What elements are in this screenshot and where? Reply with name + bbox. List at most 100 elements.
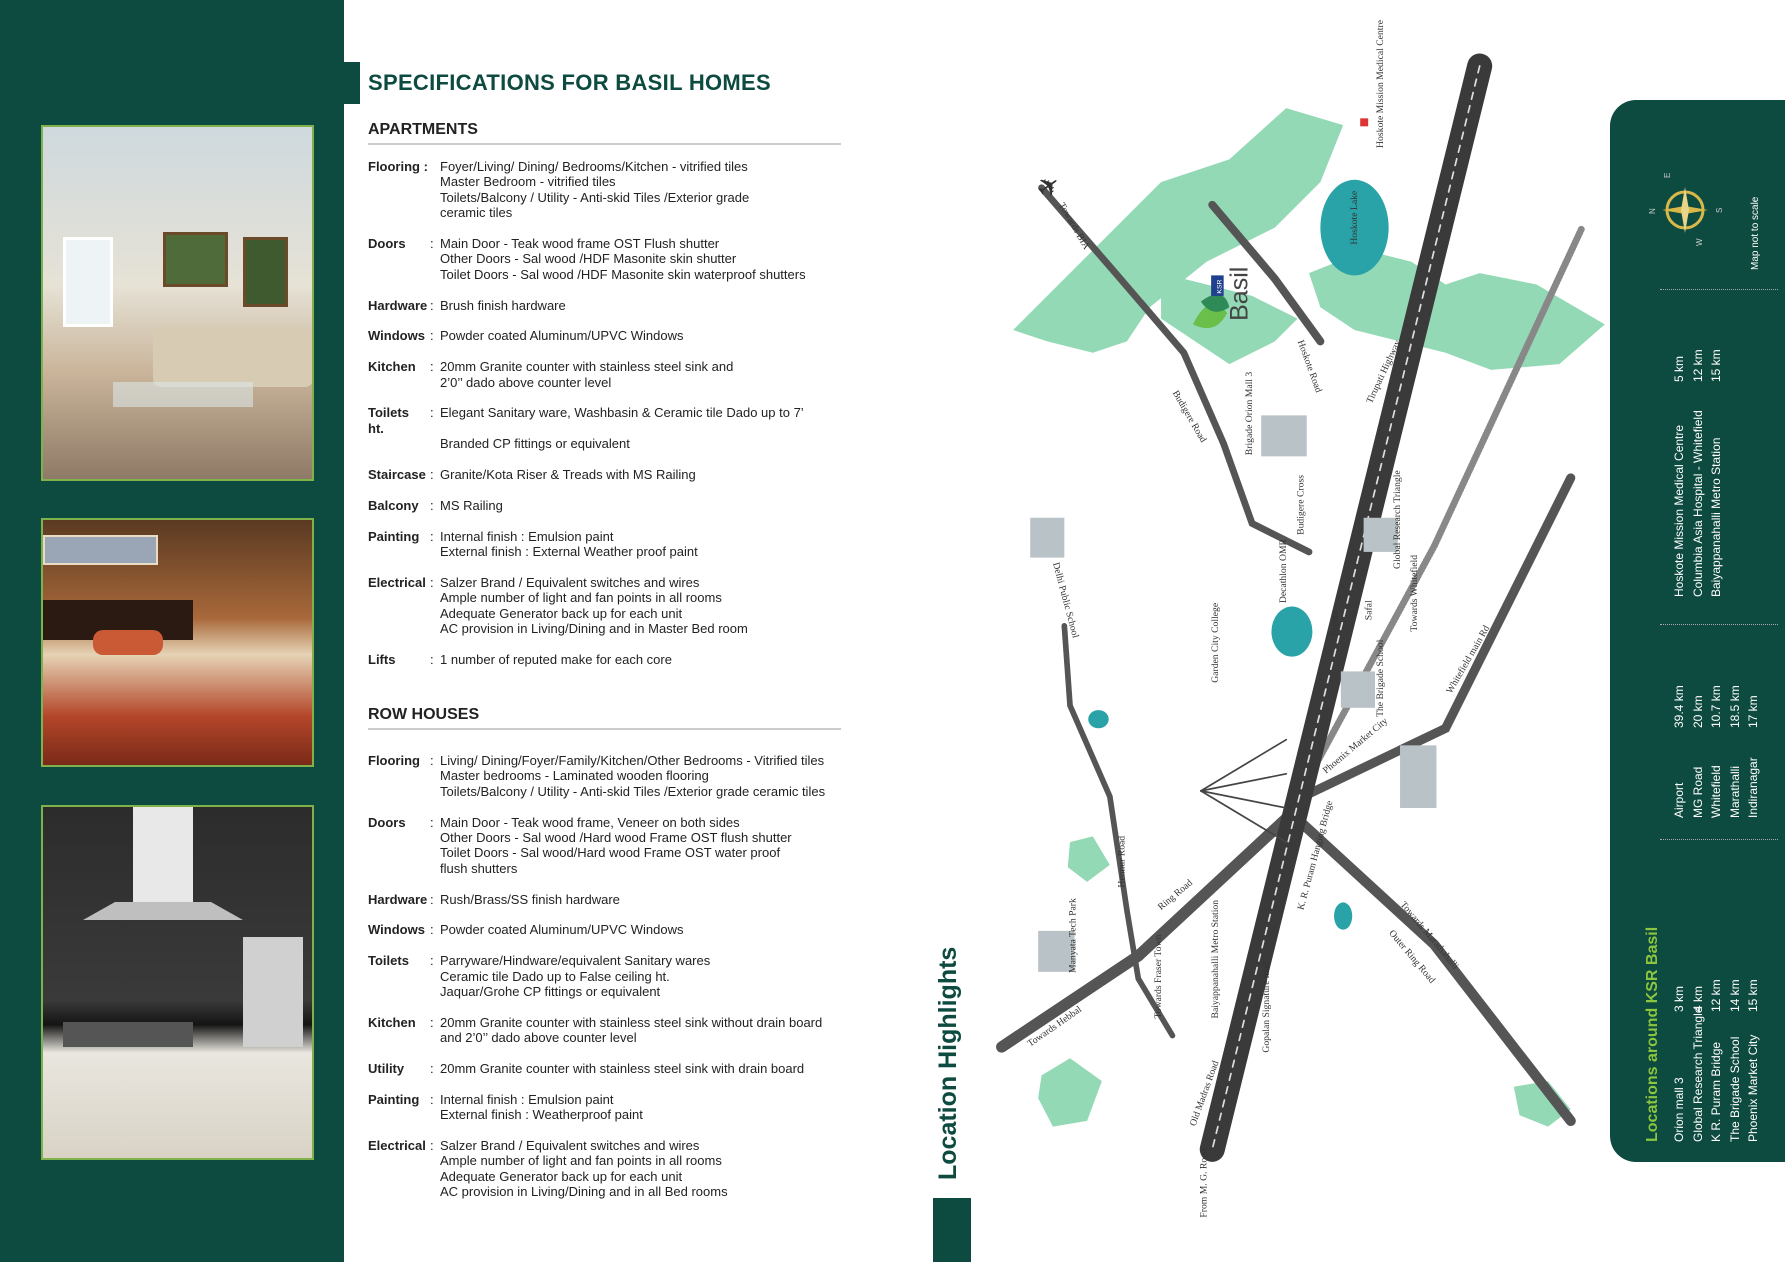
lake — [1271, 606, 1313, 657]
locations-panel-content: Locations around KSR Basil Orion mall 3 3… — [1610, 100, 1785, 1160]
spec-colon: : — [430, 753, 434, 768]
spec-row: Kitchen:20mm Granite counter with stainl… — [368, 359, 868, 390]
ksr-badge-text: KSR — [1216, 280, 1223, 294]
roads — [996, 53, 1586, 1162]
spec-value-line: AC provision in Living/Dining and in all… — [440, 1184, 728, 1200]
spec-values: 20mm Granite counter with stainless stee… — [440, 1061, 868, 1076]
location-distance: 39.4 km — [1672, 685, 1686, 728]
spec-values: Main Door - Teak wood frame OST Flush sh… — [440, 236, 868, 282]
spec-label-text: Painting — [368, 1091, 420, 1107]
map-label: Hoskote Road — [1295, 339, 1324, 395]
spec-value-line: Other Doors - Sal wood /HDF Masonite ski… — [440, 251, 737, 267]
map-label: From M. G. Road — [1199, 1149, 1210, 1218]
spec-value-line: Granite/Kota Riser & Treads with MS Rail… — [440, 467, 696, 483]
spec-colon: : — [430, 1091, 434, 1107]
spec-label: Lifts — [368, 652, 430, 667]
spec-colon: : — [430, 1138, 434, 1154]
spec-row: Utility:20mm Granite counter with stainl… — [368, 1061, 868, 1076]
park-area — [1013, 108, 1344, 353]
spec-value-line: Ample number of light and fan points in … — [440, 590, 722, 606]
spec-row: Toilets:Parryware/Hindware/equivalent Sa… — [368, 953, 868, 999]
ksr-badge — [1211, 275, 1224, 296]
building-icon — [1340, 671, 1375, 708]
spec-value-line: Powder coated Aluminum/UPVC Windows — [440, 328, 684, 344]
spec-value-line: Toilets/Balcony / Utility - Anti-skid Ti… — [440, 783, 826, 799]
spec-label-text: Staircase — [368, 467, 426, 483]
spec-values: Parryware/Hindware/equivalent Sanitary w… — [440, 953, 868, 999]
map-label: Old Madras Road — [1188, 1059, 1222, 1127]
spec-row: Hardware:Rush/Brass/SS finish hardware — [368, 892, 868, 907]
spec-label: Hardware — [368, 892, 430, 907]
location-distance: 12 km — [1709, 979, 1723, 1012]
park-area — [1308, 250, 1605, 370]
spec-value-line: AC provision in Living/Dining and in Mas… — [440, 621, 748, 637]
road-hennur — [1061, 623, 1176, 1039]
kitchen-photo — [41, 805, 314, 1160]
map-label: Delhi Public School — [1050, 561, 1081, 639]
map-label: Hennur Road — [1117, 836, 1128, 888]
map-label: K. R. Puram Hanging Bridge — [1296, 799, 1336, 911]
spec-label-text: Hardware — [368, 297, 428, 313]
map-label: Whitefield main Rd — [1444, 624, 1492, 696]
spec-label-text: Doors — [368, 236, 406, 252]
leaf-icon — [1200, 294, 1230, 312]
spec-values: Salzer Brand / Equivalent switches and w… — [440, 575, 868, 637]
railway — [1282, 224, 1586, 823]
spec-colon — [430, 159, 440, 221]
spec-values: Brush finish hardware — [440, 298, 868, 313]
spec-value-line: Toilet Doors - Sal wood/Hard wood Frame … — [440, 845, 781, 861]
spec-label-text: Lifts — [368, 651, 396, 667]
location-name: Marathalli — [1727, 765, 1742, 818]
basil-logo-text: Basil — [1226, 267, 1254, 321]
spec-value-line: 20mm Granite counter with stainless stee… — [440, 1061, 805, 1077]
location-distance: 12 km — [1690, 349, 1705, 382]
location-distance: 5 km — [1672, 355, 1686, 382]
spec-values: Powder coated Aluminum/UPVC Windows — [440, 922, 868, 937]
compass-icon: N S W E — [1648, 173, 1724, 246]
map-label: Budigere Road — [1170, 389, 1209, 445]
row-houses-heading: ROW HOUSES — [368, 706, 841, 730]
spec-value-line: Living/ Dining/Foyer/Family/Kitchen/Othe… — [440, 753, 825, 768]
spec-label: Electrical — [368, 1138, 430, 1200]
spec-value-line: Foyer/Living/ Dining/ Bedrooms/Kitchen -… — [440, 159, 748, 174]
spec-row: Windows:Powder coated Aluminum/UPVC Wind… — [368, 922, 868, 937]
map-label: Gopalan Signature mall — [1261, 961, 1272, 1053]
spec-label: Staircase — [368, 467, 430, 482]
apartments-heading: APARTMENTS — [368, 121, 841, 145]
lake — [1334, 902, 1353, 930]
spec-colon: : — [430, 528, 434, 544]
spec-value-line: Brush finish hardware — [440, 297, 566, 313]
spec-row: Doors: Main Door - Teak wood frame OST Fl… — [368, 236, 868, 282]
spec-colon: : — [430, 236, 434, 252]
map-label: Safal — [1364, 600, 1375, 620]
divider — [1660, 839, 1778, 840]
spec-row: Hardware:Brush finish hardware — [368, 298, 868, 313]
spec-label: Toilets — [368, 953, 430, 999]
lake — [1088, 710, 1109, 729]
buildings — [1030, 415, 1437, 972]
bedroom-photo — [41, 518, 314, 767]
spec-label: Windows — [368, 328, 430, 343]
location-name: Orion mall 3 — [1672, 1077, 1686, 1142]
spec-colon: : — [430, 1061, 434, 1077]
spec-value-line: Ceramic tile Dado up to False ceiling ht… — [440, 968, 670, 984]
locations-title: Locations around KSR Basil — [1644, 926, 1661, 1142]
location-name: Phoenix Market City — [1746, 1034, 1760, 1142]
spec-values: Granite/Kota Riser & Treads with MS Rail… — [440, 467, 868, 482]
spec-values: 20mm Granite counter with stainless stee… — [440, 359, 868, 390]
road-outer-ring — [1292, 814, 1576, 1127]
spec-row: Kitchen:20mm Granite counter with stainl… — [368, 1015, 868, 1046]
map-label: Outer Ring Road — [1386, 928, 1437, 986]
spec-row: Windows:Powder coated Aluminum/UPVC Wind… — [368, 328, 868, 343]
spec-value-line: 20mm Granite counter with stainless stee… — [440, 1014, 823, 1030]
apartments-spec-list: Flooring :Foyer/Living/ Dining/ Bedrooms… — [368, 159, 868, 683]
divider — [1660, 289, 1778, 290]
